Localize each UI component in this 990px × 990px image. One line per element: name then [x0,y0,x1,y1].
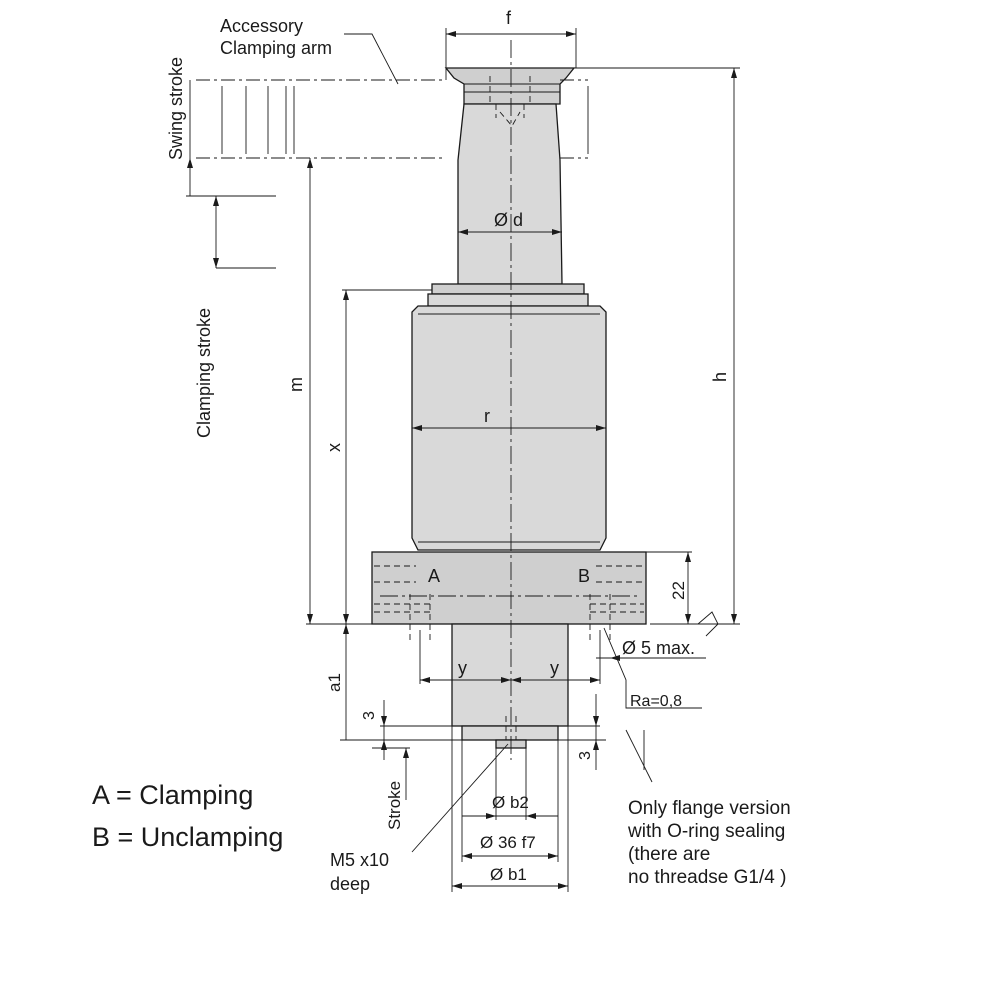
clamping-stroke-label: Clamping stroke [194,308,214,438]
body-details [374,76,644,740]
dim-y-left: y [458,658,467,678]
cylinder-body [371,67,647,749]
note-line-4: no threadse G1/4 ) [628,867,786,888]
dim-o36: Ø 36 f7 [480,833,536,852]
labels: Accessory Clamping arm Swing stroke Clam… [92,8,791,894]
dim-od: Ø d [494,210,523,230]
legend-unclamping: B = Unclamping [92,822,283,852]
dim-x: x [324,443,344,452]
clamping-arm-label: Clamping arm [220,38,332,58]
neck-ring [431,283,585,295]
note-line-1: Only flange version [628,798,791,819]
dim-r: r [484,406,490,426]
swing-stroke-label: Swing stroke [166,57,186,160]
clamping-arm-head [444,67,576,105]
accessory-label: Accessory [220,16,303,36]
note-line-3: (there are [628,844,710,865]
dim-f: f [506,8,512,28]
dim-22: 22 [669,581,688,600]
port-b: B [578,566,590,586]
flange [371,551,647,625]
dim-ob2: Ø b2 [492,793,529,812]
m5-label: M5 x10 [330,850,389,870]
port-a: A [428,566,440,586]
note-line-2: with O-ring sealing [627,821,785,842]
lower-shaft-end [461,725,559,741]
deep-label: deep [330,874,370,894]
dim-a1: a1 [325,673,344,692]
dim-ob1: Ø b1 [490,865,527,884]
dim-3-right: 3 [577,751,594,760]
legend-clamping: A = Clamping [92,780,253,810]
dim-y-right: y [550,658,559,678]
lower-shaft [451,623,569,727]
piston-rod [457,103,563,285]
dim-dia5: Ø 5 max. [622,638,695,658]
dim-h: h [710,372,730,382]
dim-m: m [286,377,306,392]
roughness-label: Ra=0,8 [630,693,682,710]
neck-ring-2 [427,293,589,307]
dim-3-left: 3 [361,711,378,720]
dimensions [186,28,740,892]
phantom-clamping-arm [196,68,589,159]
stroke-label: Stroke [385,781,404,830]
